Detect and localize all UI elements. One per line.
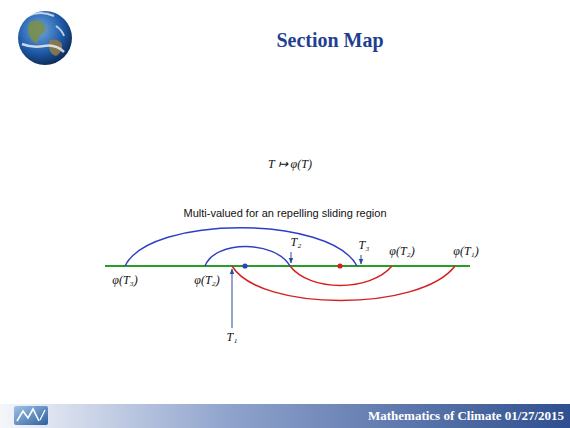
note-text: Multi-valued for an repelling sliding re… — [183, 207, 386, 220]
blue-trajectory — [205, 247, 290, 267]
point-label: T₃ — [359, 239, 370, 253]
blue-trajectory — [125, 228, 357, 266]
pointer-arrow — [232, 269, 233, 328]
pointer-arrow — [361, 255, 362, 264]
image-label: φ(T₃) — [112, 274, 137, 288]
earth-globe — [18, 11, 72, 65]
image-label: φ(T₁) — [453, 245, 478, 259]
image-label: φ(T₂) — [389, 245, 414, 259]
footer-text: Mathematics of Climate 01/27/2015 — [368, 409, 564, 424]
map-formula: T ↦ φ(T) — [268, 158, 312, 172]
mcrn-logo — [14, 406, 48, 425]
point-label: T₁ — [227, 331, 238, 345]
pointer-arrow — [291, 252, 292, 263]
slide-title: Section Map — [276, 29, 383, 52]
red-trajectory — [232, 266, 455, 301]
point-label: T₂ — [291, 236, 302, 250]
section-line — [105, 265, 470, 267]
image-label: φ(T₂) — [194, 274, 219, 288]
footer-bar — [0, 404, 570, 428]
blue-point — [242, 263, 247, 268]
red-trajectory — [290, 266, 392, 286]
red-point — [337, 263, 342, 268]
